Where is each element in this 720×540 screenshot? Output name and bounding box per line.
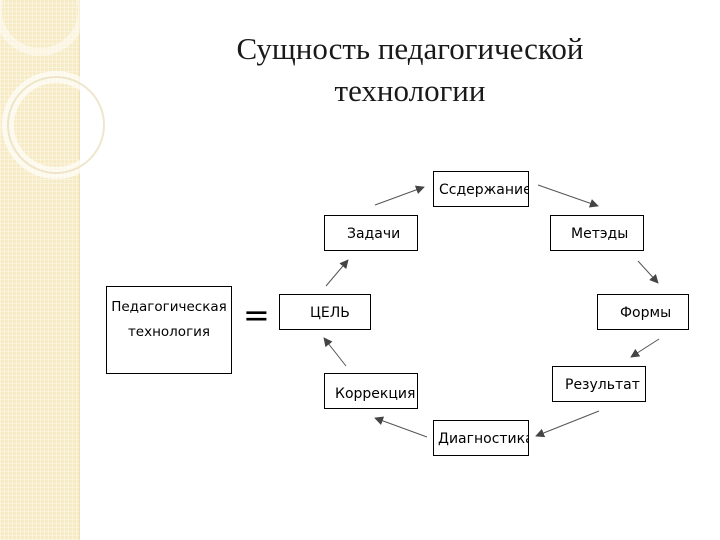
node-correction: Коррекция: [324, 373, 418, 409]
node-diagnostics: Диагностика: [433, 420, 529, 456]
pedagogical-technology-line-2: технология: [127, 324, 211, 340]
pedagogical-technology-line-1: Педагогическая: [111, 299, 227, 315]
arrow-correction-to-goal: [323, 337, 347, 367]
slide-title-line-2: технологии: [334, 73, 486, 108]
decorative-rings: [0, 0, 110, 179]
node-goal: ЦЕЛЬ: [279, 294, 371, 330]
arrow-goal-to-tasks: [325, 259, 349, 287]
arrow-forms-to-result: [630, 338, 660, 358]
equals-sign: =: [243, 296, 270, 334]
arrow-diagnostics-to-correction: [374, 416, 428, 438]
arrow-tasks-to-content: [374, 185, 425, 206]
node-forms: Формы: [597, 294, 689, 330]
node-result: Результат: [552, 366, 646, 402]
node-tasks: Задачи: [324, 215, 418, 251]
node-content: Ссдержание: [433, 171, 529, 207]
arrow-result-to-diagnostics: [535, 410, 600, 438]
slide-title-line-1: Сущность педагогической: [236, 31, 584, 66]
decorative-side-strip: [0, 0, 80, 540]
arrow-content-to-methods: [537, 184, 599, 208]
pedagogical-technology-box: Педагогическая технология: [106, 286, 232, 374]
slide-title: Сущность педагогической технологии: [150, 28, 670, 112]
arrow-methods-to-forms: [637, 260, 659, 284]
node-methods: Метэды: [550, 215, 644, 251]
